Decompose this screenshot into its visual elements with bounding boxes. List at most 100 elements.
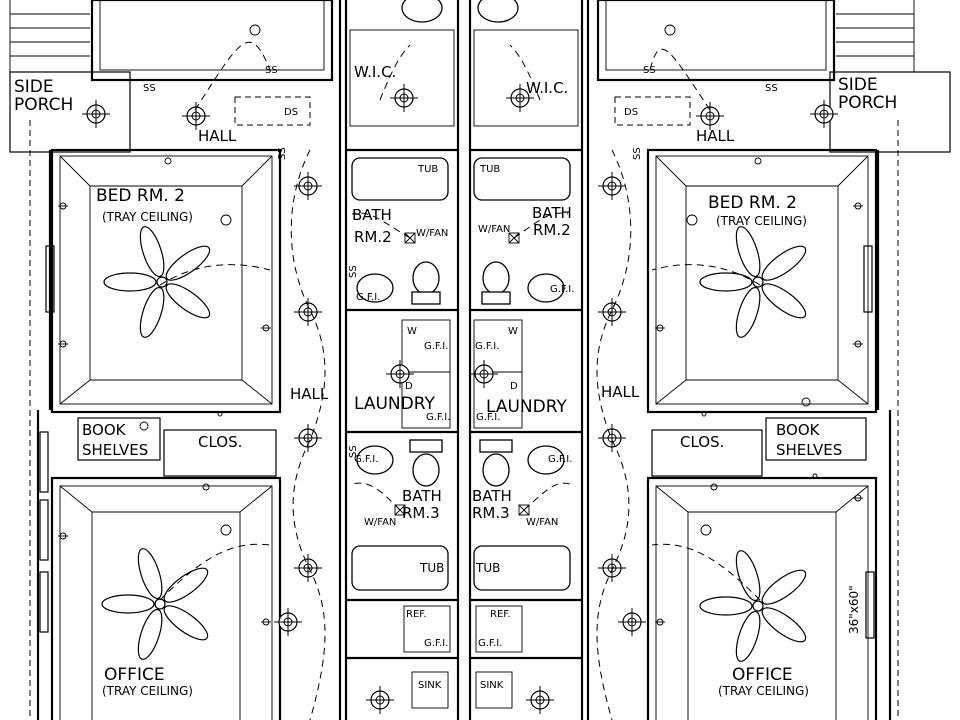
light-fixture-icon: [598, 424, 626, 452]
ref-label: REF.: [406, 609, 427, 620]
light-fixture-icon: [696, 102, 724, 130]
side-porch-label: SIDE: [838, 75, 878, 95]
sink-label: SINK: [418, 680, 442, 691]
tub-label: TUB: [417, 164, 438, 175]
wic-label: W.I.C.: [354, 63, 396, 81]
ceiling-fan-icon: [103, 226, 211, 338]
tub-label: TUB: [475, 561, 500, 575]
wic-label: W.I.C.: [526, 79, 568, 97]
gfi-label: G.F.I.: [424, 341, 448, 352]
dryer-label: D: [405, 381, 413, 392]
washer-label: W: [508, 326, 518, 337]
light-fixture-icon: [274, 608, 302, 636]
bath-label: RM.3: [402, 504, 440, 522]
office-label: OFFICE: [732, 665, 793, 685]
switch-label: SS: [348, 265, 359, 278]
light-fixture-icon: [506, 84, 534, 112]
wiring: [159, 41, 761, 720]
gfi-label: G.F.I.: [356, 292, 380, 303]
tub-label: TUB: [419, 561, 444, 575]
tray-ceiling-label: (TRAY CEILING): [716, 214, 807, 228]
window-size-label: 36"x60": [847, 585, 861, 634]
switch-label: SS: [265, 65, 278, 76]
bedroom-label: BED RM. 2: [708, 193, 797, 213]
fixtures: [351, 0, 571, 709]
light-fixture-icon: [182, 102, 210, 130]
tray-ceiling-label: (TRAY CEILING): [102, 684, 193, 698]
bath-label: BATH: [472, 487, 512, 505]
tub-label: TUB: [479, 164, 500, 175]
hall-label: HALL: [601, 383, 640, 401]
fan-label: W/FAN: [364, 517, 396, 528]
gfi-label: G.F.I.: [424, 638, 448, 649]
ceiling-fan-icon: [699, 226, 807, 338]
hall-label: HALL: [198, 127, 237, 145]
book-shelves-label: BOOK: [82, 421, 127, 439]
side-porch-label: PORCH: [838, 93, 897, 113]
light-fixture-icon: [598, 172, 626, 200]
sink-label: SINK: [480, 680, 504, 691]
light-fixture-icon: [598, 554, 626, 582]
side-porch-label: SIDE: [14, 77, 54, 97]
closet-label: CLOS.: [680, 433, 724, 451]
light-fixture-icon: [294, 298, 322, 326]
bath-label: RM.2: [533, 221, 571, 239]
ceiling-fan-icon: [101, 548, 209, 660]
switch-label: SS: [632, 147, 643, 160]
light-fixture-icon: [390, 84, 418, 112]
ceiling-fans: [101, 226, 807, 662]
closet-label: CLOS.: [198, 433, 242, 451]
bath-label: BATH: [402, 487, 442, 505]
light-fixture-icon: [294, 554, 322, 582]
light-fixture-icon: [386, 360, 414, 388]
ref-label: REF.: [490, 609, 511, 620]
hall-label: HALL: [696, 127, 735, 145]
outlets: [58, 24, 863, 626]
book-shelves-label: SHELVES: [776, 441, 842, 459]
ceiling-fan-icon: [699, 550, 807, 662]
light-fixtures: [82, 84, 838, 714]
tray-ceiling-label: (TRAY CEILING): [718, 684, 809, 698]
gfi-label: G.F.I.: [475, 341, 499, 352]
laundry-label: LAUNDRY: [354, 394, 435, 414]
fan-label: W/FAN: [416, 228, 448, 239]
gfi-label: G.F.I.: [478, 638, 502, 649]
bath-label: RM.2: [354, 228, 392, 246]
book-shelves-label: BOOK: [776, 421, 821, 439]
switch-label: SS: [143, 83, 156, 94]
fan-label: W/FAN: [526, 517, 558, 528]
light-fixture-icon: [82, 100, 110, 128]
bath-label: BATH: [352, 206, 392, 224]
fan-label: W/FAN: [478, 224, 510, 235]
washer-label: W: [407, 326, 417, 337]
bath-label: BATH: [532, 204, 572, 222]
walls: [9, 0, 951, 720]
gfi-label: G.F.I.: [426, 412, 450, 423]
ds-label: DS: [624, 107, 638, 118]
bedroom-label: BED RM. 2: [96, 186, 185, 206]
light-fixture-icon: [598, 298, 626, 326]
tray-ceiling-label: (TRAY CEILING): [102, 210, 193, 224]
switch-label: SS: [348, 445, 359, 458]
light-fixture-icon: [618, 608, 646, 636]
laundry-label: LAUNDRY: [486, 397, 567, 417]
light-fixture-icon: [294, 424, 322, 452]
switch-label: SS: [765, 83, 778, 94]
dryer-label: D: [510, 381, 518, 392]
exhaust-fans: [394, 232, 530, 516]
room-labels: SIDE PORCH SIDE PORCH W.I.C. W.I.C. DS D…: [14, 63, 897, 698]
hall-label: HALL: [290, 385, 329, 403]
light-fixture-icon: [526, 686, 554, 714]
gfi-label: G.F.I.: [548, 454, 572, 465]
light-fixture-icon: [470, 360, 498, 388]
office-label: OFFICE: [104, 665, 165, 685]
gfi-label: G.F.I.: [354, 454, 378, 465]
light-fixture-icon: [294, 172, 322, 200]
light-fixture-icon: [366, 686, 394, 714]
gfi-label: G.F.I.: [476, 412, 500, 423]
side-porch-label: PORCH: [14, 95, 73, 115]
ds-label: DS: [284, 107, 298, 118]
switch-label: SS: [277, 147, 288, 160]
book-shelves-label: SHELVES: [82, 441, 148, 459]
